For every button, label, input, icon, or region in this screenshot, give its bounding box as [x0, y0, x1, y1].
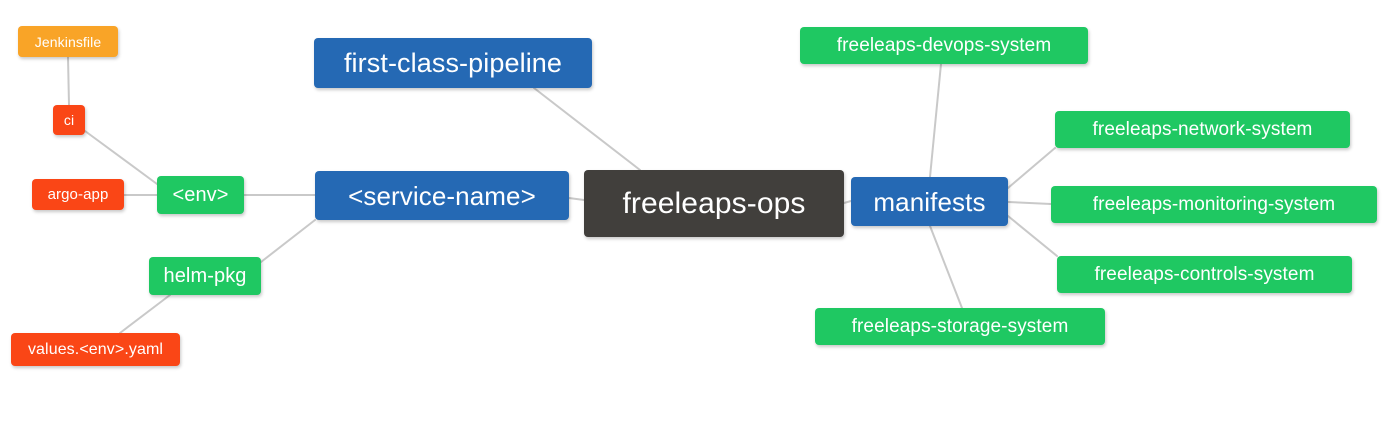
- node-env[interactable]: <env>: [157, 176, 244, 214]
- edge-service-name-to-freeleaps-ops: [568, 197, 585, 201]
- node-label: freeleaps-controls-system: [1094, 264, 1315, 285]
- node-label: freeleaps-network-system: [1092, 119, 1313, 140]
- node-argo-app[interactable]: argo-app: [32, 179, 124, 210]
- node-freeleaps-controls-system[interactable]: freeleaps-controls-system: [1057, 256, 1352, 293]
- node-manifests[interactable]: manifests: [851, 177, 1008, 226]
- node-label: <service-name>: [348, 180, 536, 211]
- node-freeleaps-ops[interactable]: freeleaps-ops: [584, 170, 844, 237]
- node-freeleaps-devops-system[interactable]: freeleaps-devops-system: [800, 27, 1088, 64]
- node-label: freeleaps-devops-system: [836, 35, 1052, 56]
- node-label: <env>: [172, 184, 229, 206]
- node-helm-pkg[interactable]: helm-pkg: [149, 257, 261, 295]
- node-jenkinsfile[interactable]: Jenkinsfile: [18, 26, 118, 57]
- edge-manifests-to-freeleaps-storage-system: [929, 225, 963, 309]
- node-label: manifests: [873, 186, 986, 217]
- edge-manifests-to-freeleaps-controls-system: [1007, 215, 1058, 257]
- node-label: argo-app: [47, 186, 109, 203]
- node-label: first-class-pipeline: [343, 47, 563, 78]
- node-label: freeleaps-ops: [622, 186, 806, 220]
- edge-manifests-to-freeleaps-monitoring-system: [1007, 201, 1052, 205]
- edge-freeleaps-ops-to-manifests: [843, 200, 852, 204]
- node-label: helm-pkg: [163, 265, 247, 287]
- node-values-yaml[interactable]: values.<env>.yaml: [11, 333, 180, 366]
- edge-jenkinsfile-to-ci: [67, 56, 70, 106]
- edge-manifests-to-freeleaps-network-system: [1007, 147, 1056, 189]
- node-service-name[interactable]: <service-name>: [315, 171, 569, 220]
- edge-first-class-pipeline-to-freeleaps-ops: [533, 87, 641, 171]
- edge-helm-pkg-to-values-yaml: [119, 294, 171, 334]
- edge-ci-to-env: [84, 130, 158, 185]
- node-ci[interactable]: ci: [53, 105, 85, 135]
- node-freeleaps-storage-system[interactable]: freeleaps-storage-system: [815, 308, 1105, 345]
- node-label: ci: [63, 112, 75, 128]
- edge-manifests-to-freeleaps-devops-system: [929, 63, 942, 178]
- edge-service-name-to-helm-pkg: [260, 219, 316, 263]
- node-freeleaps-monitoring-system[interactable]: freeleaps-monitoring-system: [1051, 186, 1377, 223]
- node-first-class-pipeline[interactable]: first-class-pipeline: [314, 38, 592, 88]
- node-freeleaps-network-system[interactable]: freeleaps-network-system: [1055, 111, 1350, 148]
- node-label: values.<env>.yaml: [27, 340, 164, 358]
- node-label: freeleaps-storage-system: [851, 316, 1069, 337]
- node-label: freeleaps-monitoring-system: [1092, 194, 1336, 215]
- node-label: Jenkinsfile: [34, 33, 102, 50]
